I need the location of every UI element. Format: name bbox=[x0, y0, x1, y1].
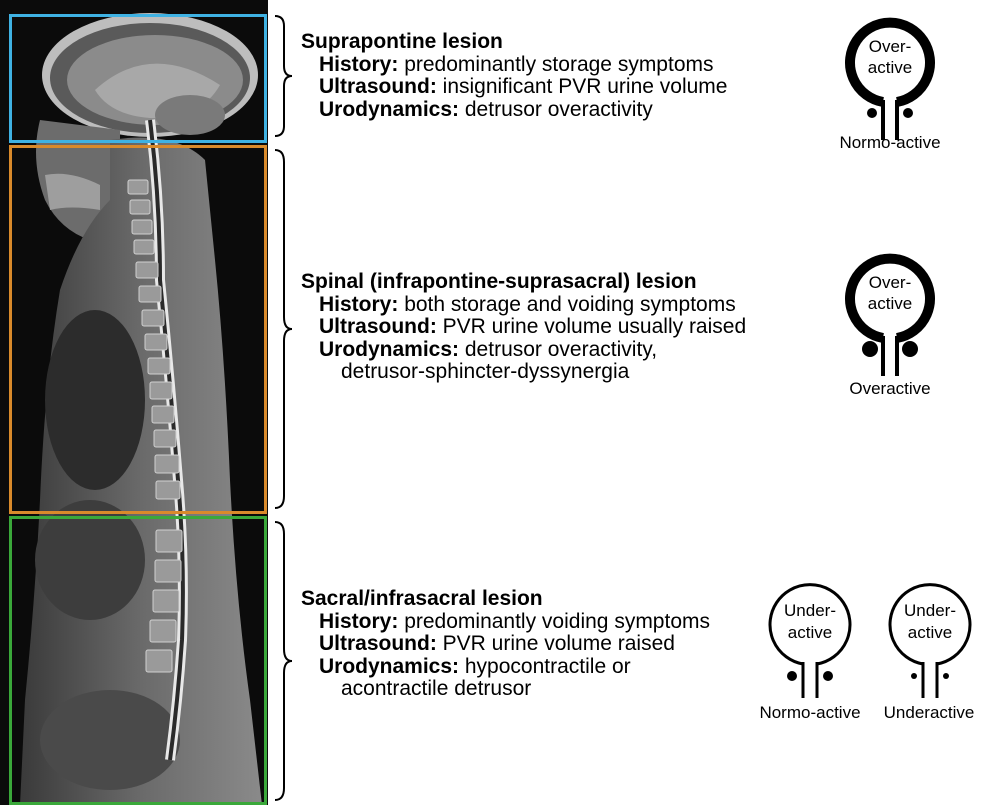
urodynamics-continuation: detrusor-sphincter-dyssynergia bbox=[301, 361, 746, 384]
detrusor-label-line1: Under- bbox=[904, 601, 956, 620]
urodynamics-continuation: acontractile detrusor bbox=[301, 678, 710, 701]
sacral-region-box bbox=[9, 516, 267, 805]
bladder-overactive-normoactive-icon: Over- active bbox=[840, 12, 940, 140]
ultrasound-label: Ultrasound: bbox=[319, 75, 437, 98]
sacral-section: Sacral/infrasacral lesion History: predo… bbox=[301, 588, 710, 701]
history-label: History: bbox=[319, 293, 398, 316]
ultrasound-value: PVR urine volume raised bbox=[437, 632, 675, 655]
history-value: both storage and voiding symptoms bbox=[398, 293, 735, 316]
suprapontine-region-box bbox=[9, 14, 267, 143]
detrusor-label-line2: active bbox=[788, 623, 832, 642]
history-line: History: both storage and voiding sympto… bbox=[301, 294, 746, 317]
ultrasound-line: Ultrasound: insignificant PVR urine volu… bbox=[301, 76, 727, 99]
ultrasound-line: Ultrasound: PVR urine volume raised bbox=[301, 633, 710, 656]
sacral-brace bbox=[272, 520, 294, 802]
history-value: predominantly storage symptoms bbox=[398, 53, 713, 76]
spinal-region-box bbox=[9, 145, 267, 514]
ultrasound-value: PVR urine volume usually raised bbox=[437, 315, 746, 338]
detrusor-label-line2: active bbox=[868, 58, 912, 77]
bladder-underactive-normoactive-icon: Under- active bbox=[760, 576, 860, 698]
detrusor-label-line2: active bbox=[908, 623, 952, 642]
urodynamics-line: Urodynamics: detrusor overactivity, bbox=[301, 339, 746, 362]
detrusor-label-line2: active bbox=[868, 294, 912, 313]
urodynamics-line: Urodynamics: detrusor overactivity bbox=[301, 99, 727, 122]
ultrasound-label: Ultrasound: bbox=[319, 632, 437, 655]
ultrasound-value: insignificant PVR urine volume bbox=[437, 75, 728, 98]
suprapontine-section: Suprapontine lesion History: predominant… bbox=[301, 31, 727, 121]
urodynamics-label: Urodynamics: bbox=[319, 338, 459, 361]
sphincter-label: Normo-active bbox=[820, 133, 960, 153]
history-label: History: bbox=[319, 610, 398, 633]
urodynamics-value: hypocontractile or bbox=[459, 655, 631, 678]
history-value: predominantly voiding symptoms bbox=[398, 610, 710, 633]
urodynamics-value: detrusor overactivity, bbox=[459, 338, 657, 361]
spinal-brace bbox=[272, 148, 294, 510]
urodynamics-label: Urodynamics: bbox=[319, 655, 459, 678]
urodynamics-label: Urodynamics: bbox=[319, 98, 459, 121]
suprapontine-brace bbox=[272, 14, 294, 138]
history-line: History: predominantly voiding symptoms bbox=[301, 611, 710, 634]
section-title: Spinal (infrapontine-suprasacral) lesion bbox=[301, 271, 746, 294]
history-label: History: bbox=[319, 53, 398, 76]
ultrasound-label: Ultrasound: bbox=[319, 315, 437, 338]
detrusor-label-line1: Over- bbox=[869, 273, 912, 292]
sphincter-label: Underactive bbox=[859, 703, 986, 723]
urodynamics-line: Urodynamics: hypocontractile or bbox=[301, 656, 710, 679]
section-title: Sacral/infrasacral lesion bbox=[301, 588, 710, 611]
spinal-section: Spinal (infrapontine-suprasacral) lesion… bbox=[301, 271, 746, 384]
section-title: Suprapontine lesion bbox=[301, 31, 727, 54]
detrusor-label-line1: Over- bbox=[869, 37, 912, 56]
sphincter-label: Overactive bbox=[820, 379, 960, 399]
ultrasound-line: Ultrasound: PVR urine volume usually rai… bbox=[301, 316, 746, 339]
detrusor-label-line1: Under- bbox=[784, 601, 836, 620]
history-line: History: predominantly storage symptoms bbox=[301, 54, 727, 77]
urodynamics-value: detrusor overactivity bbox=[459, 98, 653, 121]
bladder-overactive-overactive-icon: Over- active bbox=[840, 248, 940, 376]
bladder-underactive-underactive-icon: Under- active bbox=[880, 576, 980, 698]
